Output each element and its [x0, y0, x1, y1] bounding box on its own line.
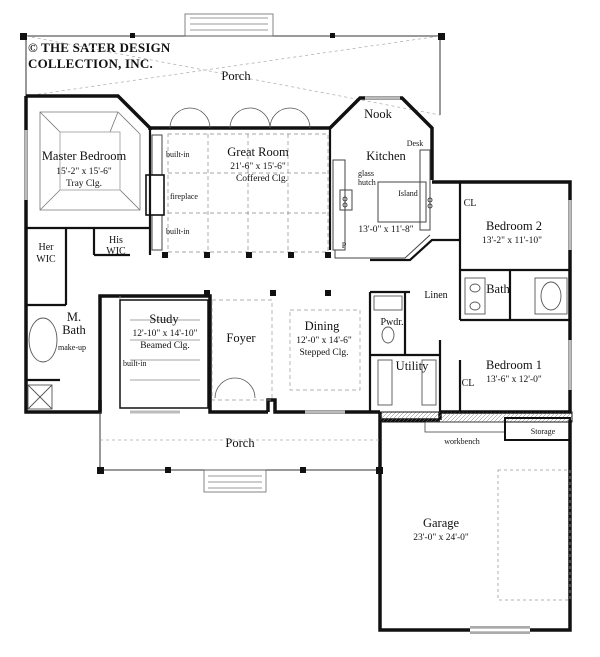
desk-label: Desk — [407, 139, 423, 148]
study-dims: 12'-10" x 14'-10" — [132, 329, 197, 339]
nook-label: Nook — [364, 107, 393, 121]
porch-top-outline — [20, 13, 445, 115]
copyright-line-2: COLLECTION, INC. — [28, 56, 153, 71]
m-bath-line2: Bath — [62, 323, 86, 337]
porch-bottom-columns — [97, 467, 383, 474]
dining-dims: 12'-0" x 14'-6" — [296, 336, 352, 346]
workbench-label: workbench — [444, 437, 480, 446]
porch-bottom-outline — [99, 412, 380, 493]
bedroom1-name: Bedroom 1 — [486, 358, 542, 372]
m-bath-line1: M. — [67, 310, 81, 324]
workbench-counter — [424, 421, 506, 433]
builtin-study-label: built-in — [123, 359, 147, 368]
porch-top-columns — [20, 33, 445, 40]
closet-top-label: CL — [464, 198, 477, 209]
bedroom2-dims: 13'-2" x 11'-10" — [482, 236, 542, 246]
builtin-bottom-label: built-in — [166, 227, 190, 236]
great-room-dims: 21'-6" x 15'-6" — [230, 162, 286, 172]
closet-bottom-label: CL — [462, 378, 475, 389]
built-in-cabinets — [145, 134, 165, 251]
fireplace-label: fireplace — [170, 192, 198, 201]
pwdr-label: Pwdr. — [380, 317, 403, 328]
study-ceiling: Beamed Clg. — [140, 341, 190, 351]
kitchen-cabinets — [332, 149, 433, 259]
master-bedroom-name: Master Bedroom — [42, 149, 127, 163]
garage-door-panel — [470, 626, 530, 634]
structural-columns — [162, 252, 331, 296]
dining-name: Dining — [305, 319, 340, 333]
copyright-notice: © THE SATER DESIGN COLLECTION, INC. — [28, 40, 171, 72]
garage-door — [497, 469, 571, 601]
windows — [24, 96, 572, 414]
garage-name: Garage — [423, 516, 460, 530]
makeup-label: make-up — [58, 343, 86, 352]
foyer-label: Foyer — [226, 331, 256, 345]
bedroom1-dims: 13'-6" x 12'-0" — [486, 375, 542, 385]
her-wic-line1: Her — [39, 242, 55, 253]
glass-hutch-line1: glass — [358, 169, 374, 178]
garage-dims: 23'-0" x 24'-0" — [413, 533, 469, 543]
porch-top-dashed-edge — [25, 35, 441, 97]
master-bedroom-ceiling: Tray Clg. — [66, 179, 102, 189]
porch-bottom-label: Porch — [225, 436, 255, 450]
dining-ceiling: Stepped Clg. — [299, 348, 348, 358]
great-room-name: Great Room — [227, 145, 289, 159]
glass-hutch-line2: hutch — [358, 178, 376, 187]
study-beamed-ceiling — [119, 299, 209, 409]
utility-label: Utility — [396, 359, 429, 373]
linen-label: Linen — [424, 290, 447, 301]
pantry-label: P — [342, 241, 347, 250]
master-bedroom-dims: 15'-2" x 15'-6" — [56, 167, 112, 177]
entry-doors — [214, 377, 256, 399]
kitchen-name: Kitchen — [366, 149, 406, 163]
copyright-line-1: © THE SATER DESIGN — [28, 40, 171, 55]
bath-label: Bath — [486, 282, 510, 296]
interior-walls — [26, 128, 570, 412]
island-label: Island — [398, 189, 418, 198]
porch-top-dashed-edge-2 — [25, 35, 441, 116]
great-room-doors — [169, 107, 311, 129]
porch-top-label: Porch — [221, 69, 251, 83]
his-wic-line2: WIC — [106, 246, 126, 257]
master-tray-ceiling — [39, 111, 141, 211]
study-name: Study — [149, 312, 179, 326]
storage-closet — [504, 417, 571, 441]
storage-label: Storage — [531, 427, 556, 436]
builtin-top-label: built-in — [166, 150, 190, 159]
kitchen-dims: 13'-0" x 11'-8" — [358, 225, 413, 235]
great-room-ceiling: Coffered Clg. — [236, 173, 288, 184]
her-wic-line2: WIC — [36, 254, 56, 265]
bath-fixtures — [27, 277, 568, 410]
bedroom2-name: Bedroom 2 — [486, 219, 542, 233]
his-wic-line1: His — [109, 235, 123, 246]
